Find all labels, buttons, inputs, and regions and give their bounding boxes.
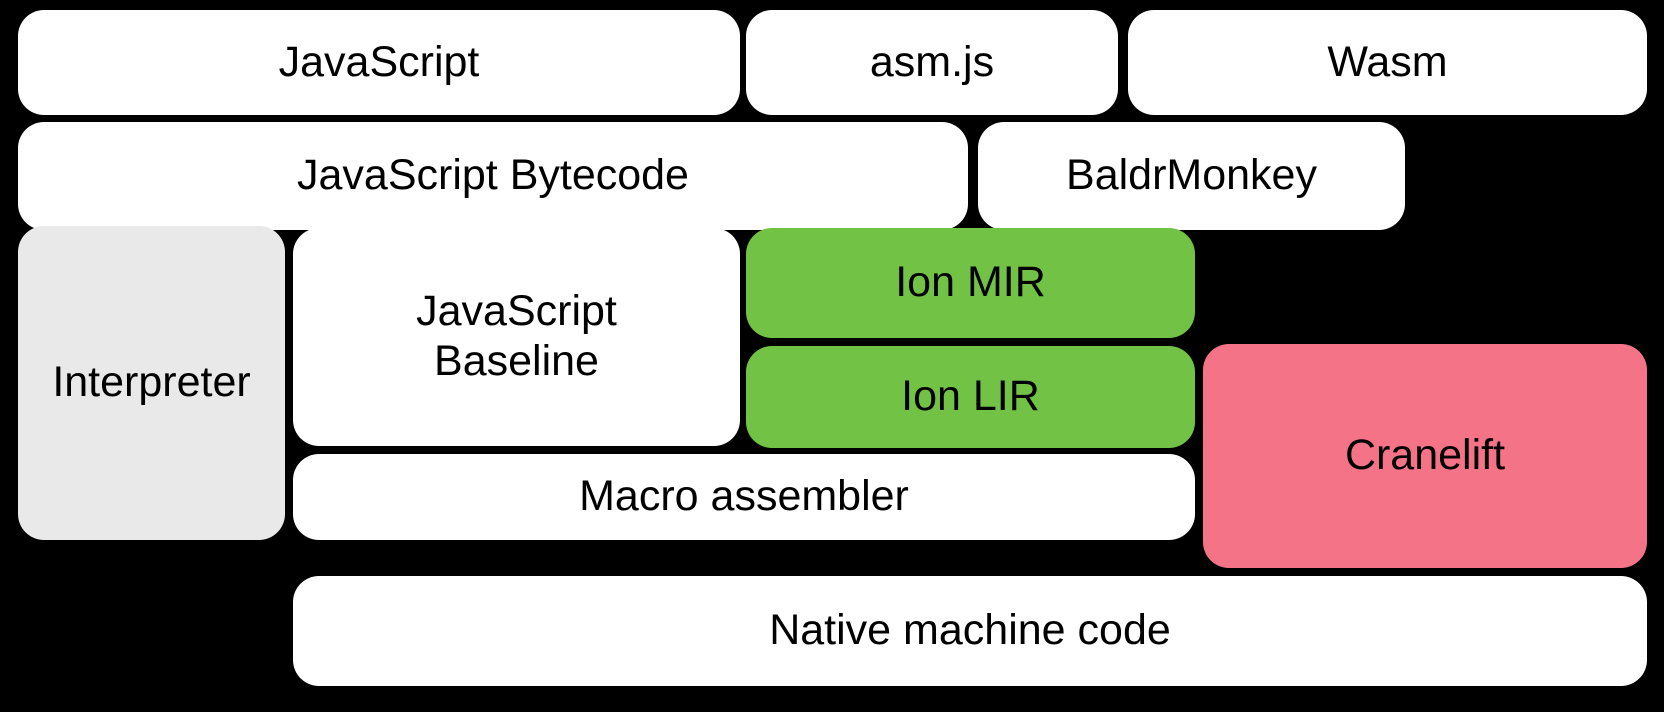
node-wasm: Wasm — [1128, 10, 1647, 115]
node-javascript-bytecode: JavaScript Bytecode — [18, 122, 968, 230]
node-interpreter: Interpreter — [18, 226, 285, 540]
node-cranelift: Cranelift — [1203, 344, 1647, 568]
node-ion-lir: Ion LIR — [746, 346, 1195, 448]
node-javascript-baseline: JavaScript Baseline — [293, 228, 740, 446]
node-native-machine-code: Native machine code — [293, 576, 1647, 686]
node-ion-mir: Ion MIR — [746, 228, 1195, 338]
node-baldrmonkey: BaldrMonkey — [978, 122, 1405, 230]
node-asm-js: asm.js — [746, 10, 1118, 115]
node-macro-assembler: Macro assembler — [293, 454, 1195, 540]
node-javascript: JavaScript — [18, 10, 740, 115]
